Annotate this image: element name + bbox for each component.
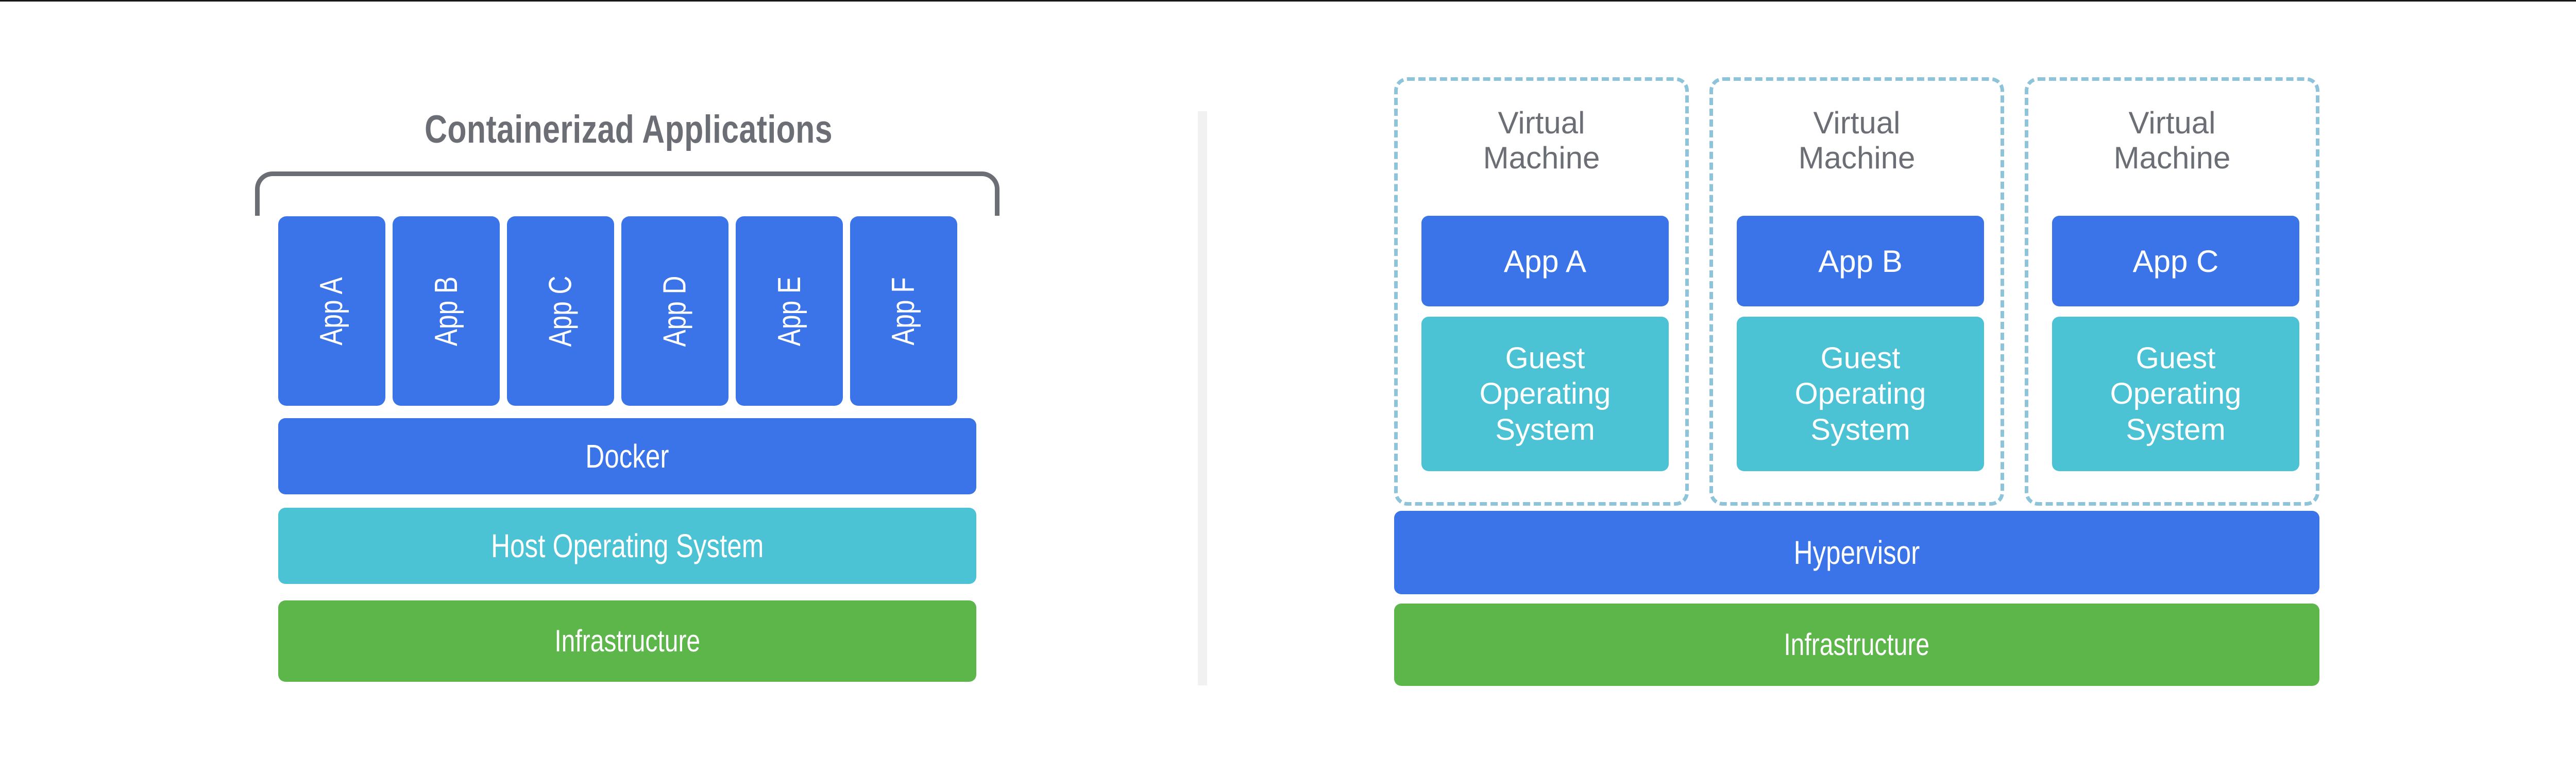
hypervisor-label: Hypervisor xyxy=(1793,533,1920,571)
section-divider xyxy=(1198,111,1207,685)
app-chip-e[interactable]: App E xyxy=(736,216,843,406)
app-chip-label: App B xyxy=(428,276,464,346)
vm-guest-os-box[interactable]: Guest Operating System xyxy=(2052,317,2299,471)
infrastructure-layer-left[interactable]: Infrastructure xyxy=(278,600,976,682)
docker-layer-label: Docker xyxy=(585,437,669,475)
app-chip-label: App F xyxy=(886,277,922,346)
vm-app-box[interactable]: App A xyxy=(1421,216,1669,306)
app-chip-label: App D xyxy=(657,275,693,347)
infrastructure-label: Infrastructure xyxy=(1784,627,1930,662)
virtual-machine-title: Virtual Machine xyxy=(1483,106,1600,176)
app-chip-b[interactable]: App B xyxy=(393,216,500,406)
host-operating-system-label: Host Operating System xyxy=(490,527,764,564)
infrastructure-label: Infrastructure xyxy=(554,624,700,659)
containerized-applications-title: Containerizad Applications xyxy=(425,108,833,151)
virtual-machine-card-1[interactable]: Virtual Machine App A Guest Operating Sy… xyxy=(1394,77,1689,506)
virtual-machine-card-2[interactable]: Virtual Machine App B Guest Operating Sy… xyxy=(1709,77,2004,506)
app-chip-d[interactable]: App D xyxy=(621,216,728,406)
virtual-machine-title: Virtual Machine xyxy=(2113,106,2231,176)
vm-app-box[interactable]: App B xyxy=(1737,216,1984,306)
vm-app-box[interactable]: App C xyxy=(2052,216,2299,306)
app-chip-c[interactable]: App C xyxy=(507,216,614,406)
docker-layer[interactable]: Docker xyxy=(278,418,976,494)
app-group-bracket xyxy=(255,171,999,216)
hypervisor-layer[interactable]: Hypervisor xyxy=(1394,511,2319,594)
app-chip-label: App C xyxy=(543,275,579,347)
virtual-machine-card-3[interactable]: Virtual Machine App C Guest Operating Sy… xyxy=(2025,77,2319,506)
app-chip-f[interactable]: App F xyxy=(850,216,957,406)
virtual-machine-title: Virtual Machine xyxy=(1798,106,1916,176)
top-rule xyxy=(0,0,2576,2)
app-chip-label: App E xyxy=(771,276,807,346)
app-chip-label: App A xyxy=(314,277,350,346)
host-operating-system-layer[interactable]: Host Operating System xyxy=(278,508,976,584)
app-chip-a[interactable]: App A xyxy=(278,216,385,406)
vm-guest-os-box[interactable]: Guest Operating System xyxy=(1421,317,1669,471)
vm-guest-os-box[interactable]: Guest Operating System xyxy=(1737,317,1984,471)
infrastructure-layer-right[interactable]: Infrastructure xyxy=(1394,604,2319,686)
